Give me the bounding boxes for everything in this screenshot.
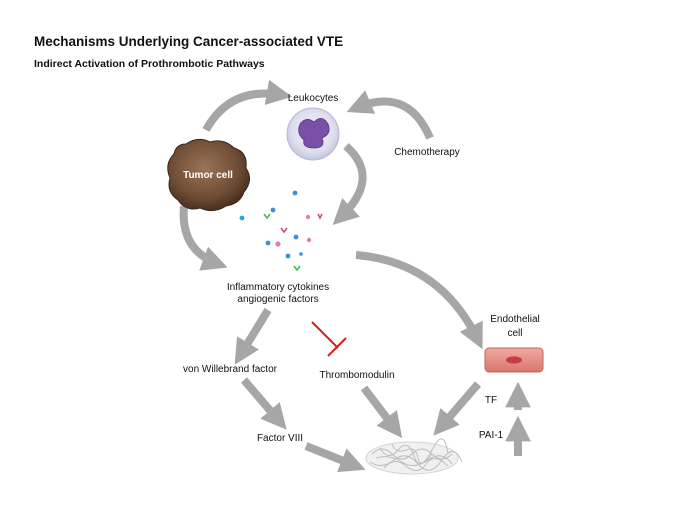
endothelial-label-line2: cell <box>507 328 522 339</box>
page-title: Mechanisms Underlying Cancer-associated … <box>34 34 344 49</box>
cytokine-particles <box>239 190 323 272</box>
arrows <box>179 79 531 473</box>
page-subtitle: Indirect Activation of Prothrombotic Pat… <box>34 58 265 70</box>
tumor-cell-icon: Tumor cell <box>167 138 250 212</box>
arrow-factor-viii-to-clot <box>304 442 366 473</box>
arrow-cytokines-to-vwf <box>234 307 272 365</box>
arrow-thrombomodulin-to-clot <box>360 385 403 439</box>
cytokines-label-line2: angiogenic factors <box>237 294 318 305</box>
pai1-label: PAI-1 <box>479 430 504 441</box>
factor-viii-label: Factor VIII <box>257 433 303 444</box>
vwf-label: von Willebrand factor <box>183 364 278 375</box>
arrow-vwf-to-factor-viii <box>240 377 287 430</box>
endothelial-cell-icon <box>484 347 544 373</box>
cytokines-label-line1: Inflammatory cytokines <box>227 282 329 293</box>
arrow-tumor-to-leukocytes <box>202 79 293 133</box>
arrow-endothelial-to-clot <box>433 381 482 436</box>
chemotherapy-label: Chemotherapy <box>394 147 460 158</box>
leukocytes-label: Leukocytes <box>288 93 339 104</box>
tumor-cell-label: Tumor cell <box>183 170 233 181</box>
tf-label: TF <box>485 395 497 406</box>
arrow-leukocytes-to-cytokines <box>332 143 367 226</box>
leukocyte-icon <box>286 107 340 161</box>
arrow-chemotherapy-to-leukocytes <box>346 90 434 140</box>
arrow-tumor-to-cytokines <box>179 205 228 271</box>
inhibition-symbol <box>311 321 347 357</box>
arrow-cytokines-to-endothelial <box>355 251 483 350</box>
thrombomodulin-label: Thrombomodulin <box>319 370 394 381</box>
endothelial-label-line1: Endothelial <box>490 314 539 325</box>
clot-icon <box>365 438 463 475</box>
